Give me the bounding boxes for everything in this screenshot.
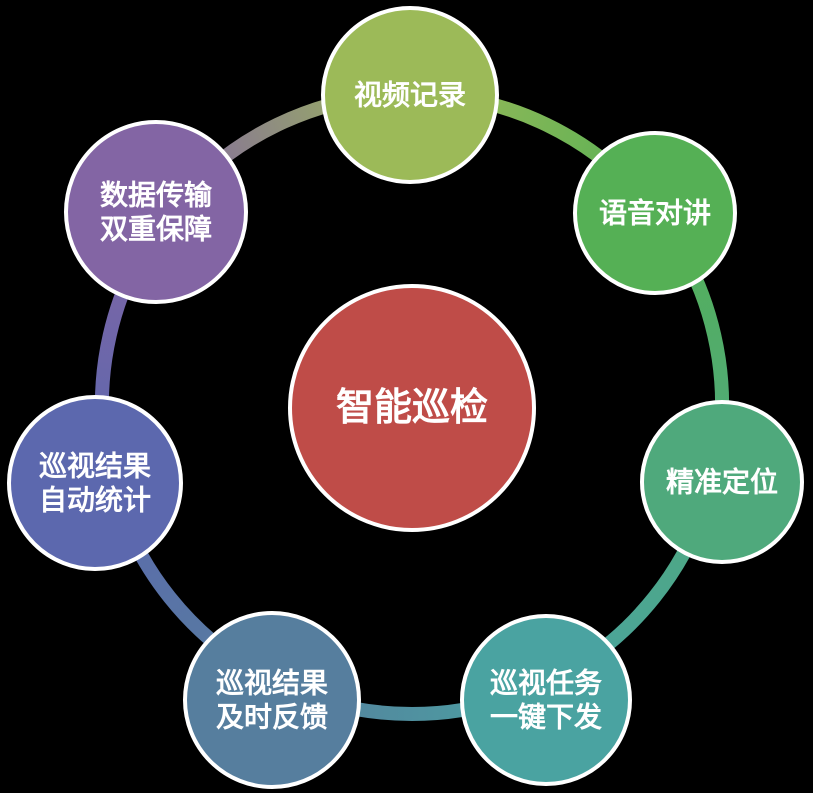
- task-dispatch-label: 一键下发: [490, 701, 602, 733]
- task-dispatch-label: 巡视任务: [490, 667, 602, 698]
- video-recording-label: 视频记录: [354, 80, 466, 111]
- precise-positioning-circle: [640, 400, 804, 564]
- data-transmission-label: 双重保障: [100, 213, 212, 245]
- task-dispatch-circle: [460, 614, 632, 786]
- voice-intercom-label: 语音对讲: [599, 197, 711, 229]
- result-feedback-circle: [183, 611, 361, 789]
- smart-inspection-label: 智能巡检: [336, 387, 488, 429]
- result-statistics-label: 巡视结果: [39, 450, 151, 481]
- voice-intercom-circle: [573, 131, 737, 295]
- data-transmission-circle: [64, 120, 248, 304]
- node-voice-intercom: 语音对讲: [573, 131, 737, 295]
- center-node-smart-inspection: 智能巡检: [288, 284, 536, 532]
- result-feedback-label: 及时反馈: [216, 702, 328, 733]
- smart-inspection-circle: [288, 284, 536, 532]
- result-statistics-circle: [7, 395, 183, 571]
- data-transmission-label: 数据传输: [100, 178, 213, 210]
- result-feedback-label: 巡视结果: [216, 667, 328, 698]
- precise-positioning-label: 精准定位: [666, 466, 778, 498]
- node-video-recording: 视频记录: [321, 6, 499, 184]
- result-statistics-label: 自动统计: [39, 484, 151, 516]
- node-precise-positioning: 精准定位: [640, 400, 804, 564]
- video-recording-circle: [321, 6, 499, 184]
